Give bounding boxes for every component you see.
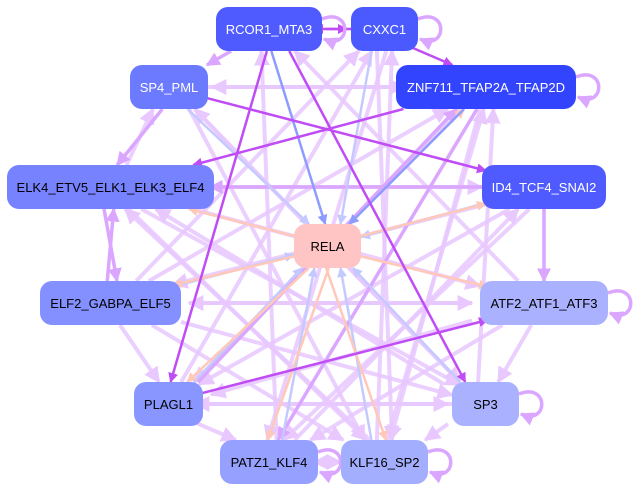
node-label: CXXC1: [362, 21, 407, 37]
edge-cxxc1-to-znf711: [409, 45, 454, 67]
edge-sp4_pml-to-klf16: [187, 108, 367, 442]
edge-rcor1_mta3-to-sp4_pml: [205, 49, 232, 67]
node-klf16-sp2[interactable]: KLF16_SP2: [341, 440, 428, 484]
edge-sp3-to-rela: [352, 267, 461, 383]
node-sp3[interactable]: SP3: [452, 382, 519, 426]
node-rcor1-mta3[interactable]: RCOR1_MTA3: [216, 7, 322, 51]
self-loop-klf16: [427, 448, 453, 484]
node-label: SP4_PML: [139, 79, 199, 95]
self-loop-rcor1_mta3: [321, 15, 347, 51]
node-label: ELF2_GABPA_ELF5: [50, 295, 171, 311]
edge-rcor1_mta3-to-sp3: [288, 50, 467, 383]
node-elk4-etv5-elk1-elk3-elf4[interactable]: ELK4_ETV5_ELK1_ELK3_ELF4: [7, 165, 214, 209]
node-label: ZNF711_TFAP2A_TFAP2D: [407, 79, 565, 95]
node-label: ATF2_ATF1_ATF3: [490, 295, 598, 311]
node-label: SP3: [473, 396, 498, 412]
node-patz1-klf4[interactable]: PATZ1_KLF4: [220, 440, 318, 484]
edge-rela-to-elk4: [187, 206, 299, 239]
node-label: RCOR1_MTA3: [225, 21, 313, 37]
edge-elf2-to-znf711: [147, 107, 450, 283]
edge-rela-to-patz1: [266, 267, 330, 441]
edge-rela-to-plagl1: [186, 267, 310, 383]
node-label: KLF16_SP2: [349, 454, 420, 470]
edge-sp3-to-klf16: [423, 422, 450, 442]
node-rela[interactable]: RELA: [294, 224, 361, 268]
edge-sp3-to-elk4: [154, 207, 446, 386]
edge-rela-to-elf2: [172, 253, 303, 288]
self-loop-sp3: [518, 390, 544, 426]
self-loop-znf711: [575, 73, 601, 109]
edge-plagl1-to-cxxc1: [179, 49, 374, 383]
edge-id4-to-plagl1: [197, 207, 511, 387]
self-loop-atf2: [607, 289, 633, 325]
edge-elf2-to-sp3: [180, 320, 454, 399]
node-znf711-tfap2a-tfap2d[interactable]: ZNF711_TFAP2A_TFAP2D: [396, 65, 576, 109]
edge-sp4_pml-to-elk4: [115, 107, 164, 167]
node-cxxc1[interactable]: CXXC1: [351, 7, 418, 51]
self-loop-patz1: [317, 448, 343, 484]
edge-znf711-to-elk4: [192, 107, 404, 168]
node-atf2-atf1-atf3[interactable]: ATF2_ATF1_ATF3: [480, 281, 608, 325]
node-label: ELK4_ETV5_ELK1_ELK3_ELF4: [16, 179, 205, 195]
edge-rcor1_mta3-to-plagl1: [168, 50, 269, 383]
edge-rela-to-id4: [356, 201, 487, 239]
node-id4-tcf4-snai2[interactable]: ID4_TCF4_SNAI2: [482, 165, 606, 209]
edge-plagl1-to-atf2: [194, 317, 489, 397]
self-loop-cxxc1: [417, 15, 443, 51]
edge-sp4_pml-to-rela: [186, 108, 310, 225]
edge-plagl1-to-patz1: [194, 420, 238, 442]
node-label: ID4_TCF4_SNAI2: [491, 179, 597, 195]
edge-znf711-to-patz1: [276, 108, 479, 442]
node-plagl1[interactable]: PLAGL1: [134, 382, 203, 426]
edge-znf711-to-rela: [348, 108, 465, 225]
node-label: RELA: [310, 238, 345, 254]
edge-rela-to-atf2: [352, 253, 489, 290]
edge-elf2-to-elk4: [105, 207, 120, 282]
node-sp4-pml[interactable]: SP4_PML: [130, 65, 208, 109]
node-label: PATZ1_KLF4: [230, 454, 308, 470]
edge-klf16-to-cxxc1: [374, 49, 400, 441]
node-label: PLAGL1: [143, 396, 194, 412]
edge-atf2-to-sp3: [496, 323, 533, 384]
edge-elf2-to-plagl1: [118, 323, 161, 384]
node-elf2-gabpa-elf5[interactable]: ELF2_GABPA_ELF5: [40, 281, 181, 325]
edge-sp3-to-znf711: [476, 107, 501, 383]
